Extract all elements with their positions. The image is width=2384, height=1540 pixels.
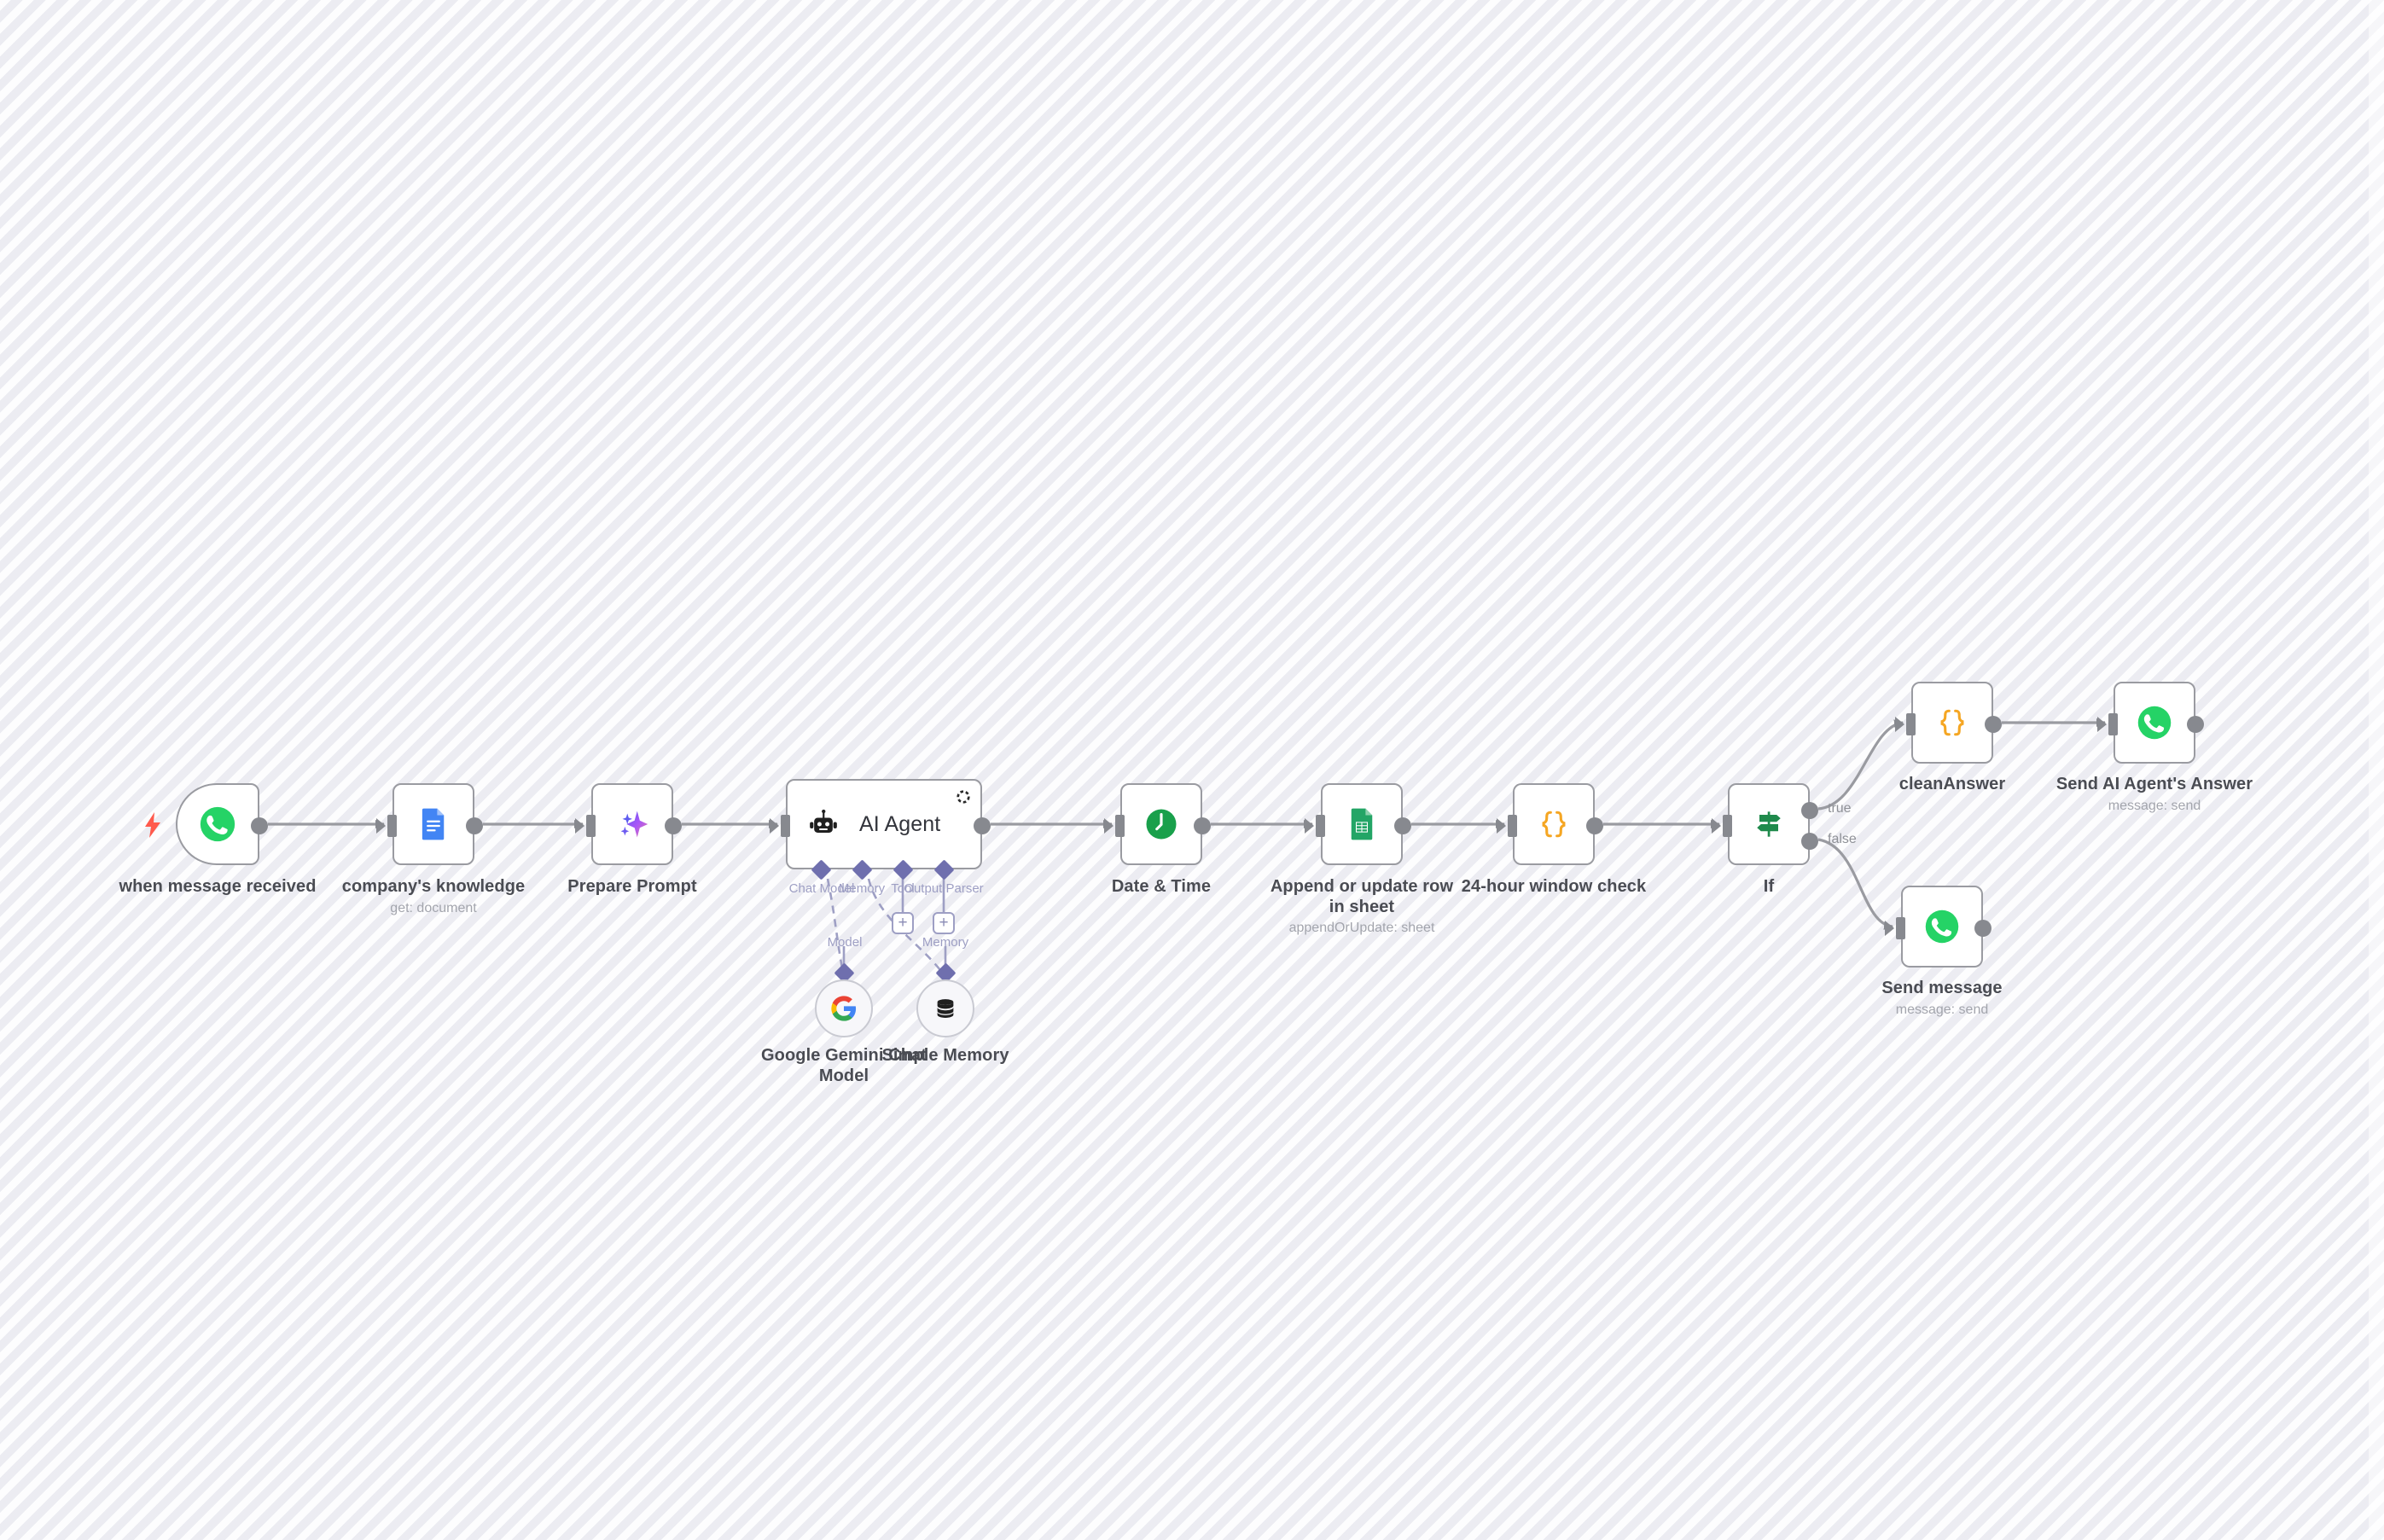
output-port-false[interactable]	[1801, 833, 1818, 850]
clock-icon	[1143, 806, 1179, 842]
input-port[interactable]	[1115, 815, 1125, 837]
node-clean-answer[interactable]	[1895, 682, 2002, 764]
node-if[interactable]	[1712, 783, 1818, 865]
input-arrow	[575, 818, 584, 834]
input-arrow	[1305, 818, 1314, 834]
caption-companys-knowledge: company's knowledge get: document	[341, 877, 526, 915]
output-port[interactable]	[251, 817, 268, 834]
ai-agent-inline-title: AI Agent	[859, 811, 941, 836]
caption-when-message-received: when message received	[119, 877, 317, 896]
subnode-simple-memory[interactable]	[916, 979, 974, 1037]
input-port[interactable]	[1906, 713, 1916, 735]
input-arrow	[2097, 717, 2107, 732]
node-24-hour-window-check[interactable]	[1497, 783, 1603, 865]
google-sheets-icon	[1344, 806, 1380, 842]
google-g-icon	[830, 995, 858, 1022]
signpost-icon	[1750, 805, 1788, 843]
output-port[interactable]	[1194, 817, 1211, 834]
sparkles-icon	[613, 805, 652, 844]
caption-24-hour-window-check: 24-hour window check	[1461, 877, 1647, 896]
input-port[interactable]	[1896, 917, 1905, 939]
whatsapp-icon	[1924, 909, 1960, 944]
caption-google-gemini-chat-model: Google Gemini Chat Model	[760, 1046, 927, 1085]
input-arrow	[1895, 717, 1904, 732]
caption-send-message: Send message message: send	[1881, 979, 2003, 1017]
subnode-port-label-memory: Memory	[922, 935, 969, 950]
input-port[interactable]	[586, 815, 596, 837]
database-icon	[933, 996, 958, 1021]
whatsapp-icon	[199, 805, 236, 843]
input-arrow	[1885, 921, 1894, 936]
output-port-true[interactable]	[1801, 802, 1818, 819]
add-output-parser-button[interactable]: +	[933, 912, 955, 934]
node-ai-agent[interactable]: AI Agent	[770, 779, 991, 869]
input-port[interactable]	[387, 815, 397, 837]
subnode-google-gemini-chat-model[interactable]	[815, 979, 873, 1037]
caption-clean-answer: cleanAnswer	[1898, 775, 2006, 793]
input-arrow	[1712, 818, 1721, 834]
google-docs-icon	[416, 806, 451, 842]
subport-label-chat-model: Chat Model	[788, 881, 855, 896]
pin-indicator-icon[interactable]	[956, 789, 971, 805]
output-port[interactable]	[466, 817, 483, 834]
input-arrow	[770, 818, 779, 834]
robot-icon	[806, 807, 840, 841]
output-port[interactable]	[665, 817, 682, 834]
subnode-port-label-model: Model	[827, 935, 863, 950]
caption-send-ai-agents-answer: Send AI Agent's Answer message: send	[2055, 775, 2253, 813]
subport-label-memory: Memory	[838, 881, 886, 896]
caption-if: If	[1763, 877, 1775, 896]
code-braces-icon	[1933, 704, 1971, 741]
branch-label-true: true	[1828, 801, 1852, 816]
whatsapp-icon	[2137, 705, 2172, 741]
add-tool-button[interactable]: +	[892, 912, 914, 934]
subport-label-output-parser: Output Parser	[904, 881, 984, 896]
node-send-message[interactable]	[1885, 886, 1992, 968]
input-port[interactable]	[1723, 815, 1732, 837]
code-braces-icon	[1535, 805, 1573, 843]
output-port[interactable]	[1394, 817, 1411, 834]
caption-prepare-prompt: Prepare Prompt	[567, 877, 697, 896]
caption-simple-memory: Simple Memory	[881, 1046, 1009, 1065]
output-port[interactable]	[1586, 817, 1603, 834]
output-port[interactable]	[1985, 716, 2002, 733]
branch-label-false: false	[1828, 832, 1857, 846]
caption-append-or-update-row-in-sheet: Append or update row in sheet appendOrUp…	[1270, 877, 1454, 936]
caption-date-time: Date & Time	[1111, 877, 1212, 896]
input-arrow	[1104, 818, 1114, 834]
node-append-or-update-row-in-sheet[interactable]	[1305, 783, 1411, 865]
subport-label-tool: Tool	[891, 881, 915, 896]
input-port[interactable]	[1508, 815, 1517, 837]
node-date-time[interactable]	[1104, 783, 1211, 865]
node-prepare-prompt[interactable]	[575, 783, 682, 865]
input-port[interactable]	[781, 815, 790, 837]
node-companys-knowledge[interactable]	[376, 783, 483, 865]
node-send-ai-agents-answer[interactable]	[2097, 682, 2204, 764]
input-port[interactable]	[2108, 713, 2118, 735]
input-arrow	[376, 818, 386, 834]
output-port[interactable]	[2187, 716, 2204, 733]
input-port[interactable]	[1316, 815, 1325, 837]
output-port[interactable]	[974, 817, 991, 834]
node-when-message-received[interactable]	[176, 783, 268, 865]
lightning-bolt-icon	[142, 812, 163, 841]
input-arrow	[1497, 818, 1506, 834]
output-port[interactable]	[1974, 920, 1992, 937]
